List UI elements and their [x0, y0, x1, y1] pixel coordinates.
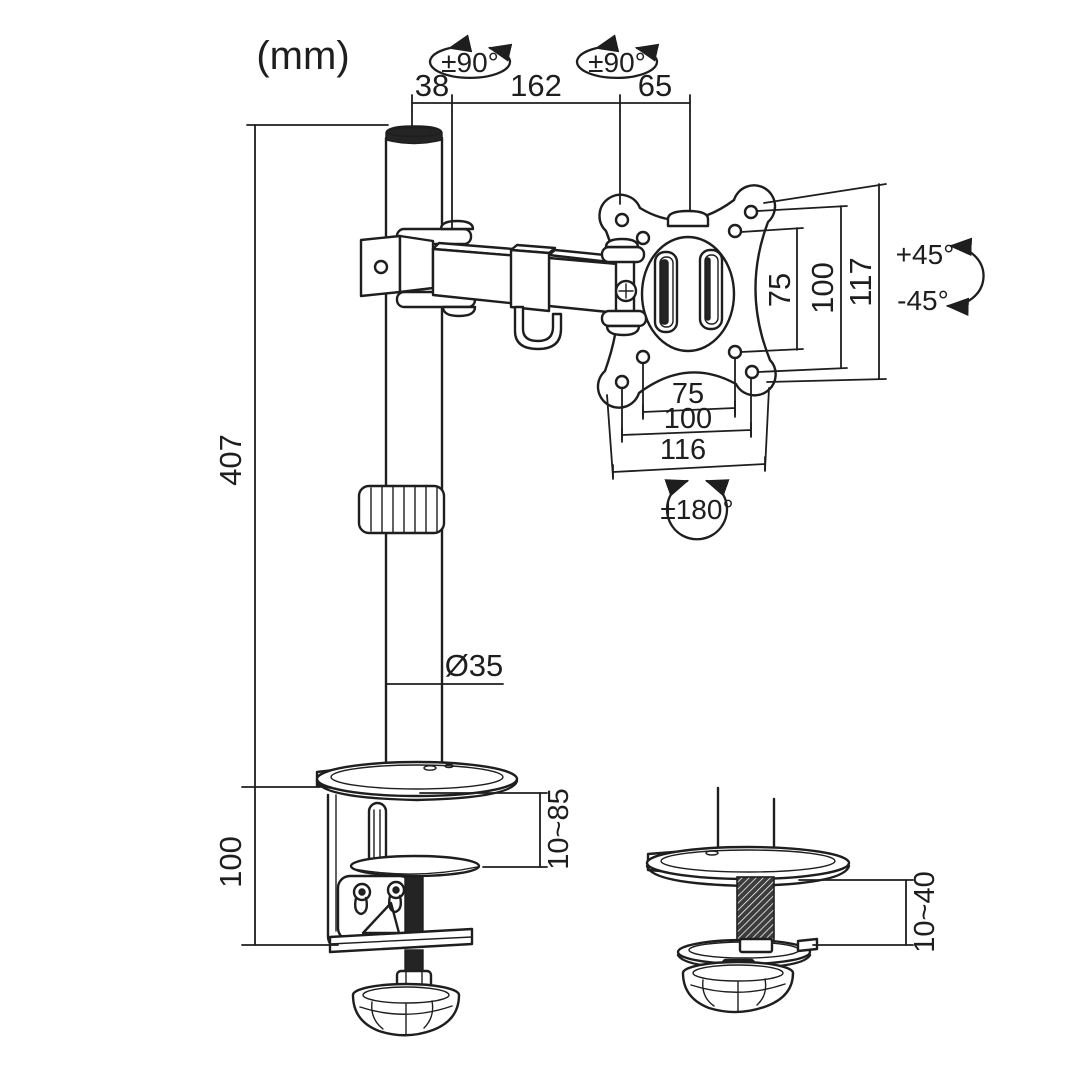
- dimension-clamp-range: 10~85: [419, 788, 575, 870]
- arm-mid-bracket: [509, 248, 551, 313]
- dimension-vesa-horizontal: 75 100 116: [606, 358, 770, 480]
- arm-beam1: [431, 247, 521, 306]
- tilt-down-label: -45°: [897, 285, 949, 316]
- vesa-center-ring: [640, 235, 736, 353]
- dim-arm-length: 162: [510, 68, 562, 103]
- grommet-mount: [645, 786, 851, 1014]
- dim-grommet-range: 10~40: [909, 871, 941, 952]
- clamp-upper-jaw: [349, 854, 481, 878]
- cable-hook: [513, 305, 563, 351]
- clamp-knob: [351, 982, 461, 1037]
- dimension-pole-height: 407: [213, 124, 389, 788]
- grommet-rod-nut: [738, 937, 774, 954]
- dimension-grommet-range: 10~40: [798, 871, 941, 953]
- dim-vesa-outer-h: 100: [664, 403, 712, 435]
- arm-pole-clamp-side: [398, 234, 435, 294]
- rotation-symbol-pole: ±90°: [428, 34, 513, 80]
- vesa-hole-outer-tl: [614, 212, 630, 228]
- vesa-hole-outer-tr: [743, 204, 759, 220]
- vesa-top-pivot-cap: [666, 209, 710, 228]
- vesa-hole-outer-bl: [614, 374, 630, 390]
- dim-vesa-plate-h: 116: [660, 434, 706, 466]
- rotation-symbol-vesa-swivel: ±90°: [575, 34, 660, 80]
- vesa-hole-inner-tr: [727, 223, 743, 239]
- desk-clamp: [315, 760, 519, 1037]
- dim-vesa-outer-v: 100: [805, 262, 840, 314]
- clamp-screw-hole: [373, 259, 389, 275]
- rotation-symbol-screen: ±180°: [660, 479, 734, 541]
- vesa-plate: [596, 184, 777, 409]
- vesa-hole-inner-bl: [635, 349, 651, 365]
- grommet-pole: [716, 786, 776, 854]
- rot-pole-label: ±90°: [441, 47, 499, 78]
- vesa-hole-inner-tl: [635, 230, 651, 246]
- rot-vesa-label: ±90°: [588, 47, 646, 78]
- grommet-knob: [681, 960, 795, 1014]
- grommet-disc-tab: [796, 937, 819, 953]
- vesa-slot-left: [653, 250, 679, 334]
- arm-pole-pivot-cap-bottom: [441, 305, 477, 318]
- pole: [357, 125, 446, 772]
- pole-collar: [357, 484, 446, 535]
- grommet-threaded-rod: [736, 876, 775, 946]
- dimension-vesa-vertical: 75 100 117: [740, 183, 887, 383]
- dim-vesa-inner-v: 75: [762, 273, 797, 307]
- unit-label: (mm): [256, 34, 349, 78]
- tilt-symbol: +45° -45°: [896, 237, 985, 316]
- tilt-up-label: +45°: [896, 239, 955, 270]
- dimension-clamp-height: 100: [213, 786, 339, 946]
- arm-beam2: [547, 256, 620, 315]
- dimension-pole-diameter: Ø35: [385, 648, 504, 685]
- pole-top-cap: [385, 125, 443, 145]
- vesa-hinge-cap-bottom: [600, 309, 648, 328]
- dim-pole-height: 407: [213, 434, 248, 486]
- dim-clamp-range: 10~85: [543, 788, 575, 869]
- base-plate: [315, 760, 519, 798]
- rot-screen-label: ±180°: [660, 494, 733, 525]
- dimension-top: 38 162 65: [411, 68, 691, 229]
- vesa-hinge-cap-top: [600, 245, 646, 264]
- clamp-screw-upper: [404, 875, 424, 933]
- arm-pole-clamp-front: [359, 234, 402, 298]
- swivel-arm: [359, 219, 648, 351]
- keyhole-left: [352, 882, 372, 916]
- dim-vesa-plate-v: 117: [843, 257, 878, 306]
- keyhole-right: [386, 880, 406, 914]
- dim-pole-diameter: Ø35: [445, 648, 504, 683]
- vesa-slot-right: [698, 248, 724, 331]
- dim-clamp-height: 100: [213, 836, 248, 888]
- arm-pole-pivot-cap-top: [439, 219, 475, 231]
- grommet-desk-plate: [645, 845, 851, 881]
- dim-vesa-inner-h: 75: [672, 378, 704, 410]
